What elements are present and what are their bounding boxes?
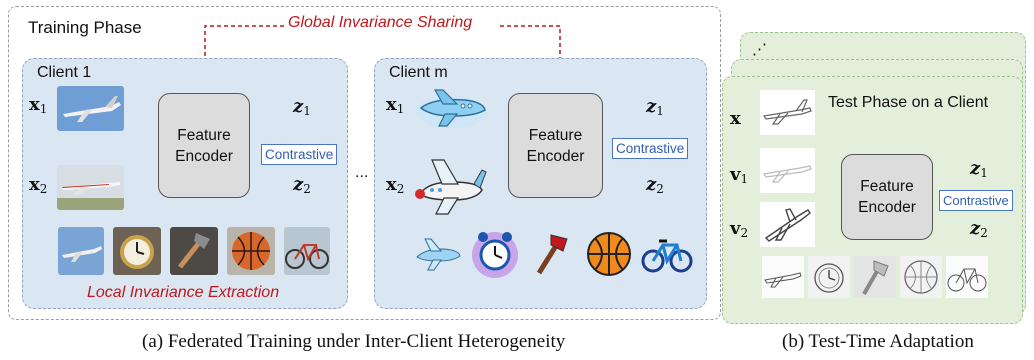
client-m-cartoon-airplane-2: [412, 154, 490, 217]
client-m-z1-label: z1: [646, 96, 664, 118]
test-sketch-airplane-v1: [760, 148, 815, 193]
sketch-bicycle-thumb: [946, 256, 988, 298]
sketch-airplane-thumb: [762, 256, 804, 298]
client-1-x2-label: x2: [29, 174, 48, 196]
test-z1-label: z1: [970, 158, 988, 180]
cartoon-axe-thumb: [529, 229, 575, 279]
client-1-photo-airplane-2: [57, 165, 124, 210]
encoder-line-1: Feature: [528, 126, 583, 144]
sketch-axe-thumb: [854, 256, 896, 298]
local-invariance-extraction-label: Local Invariance Extraction: [87, 284, 280, 301]
encoder-line-1: Feature: [860, 178, 914, 195]
client-1-z2-label: z2: [293, 174, 311, 196]
client-m-z2-label: z2: [646, 174, 664, 196]
sketch-alarm-clock-thumb: [808, 256, 850, 298]
test-x-label: x: [730, 108, 741, 129]
encoder-line-2: Encoder: [858, 199, 916, 216]
test-contrastive-box: Contrastive: [939, 190, 1013, 211]
test-stack-dots: ⋰: [752, 41, 767, 58]
caption-a: (a) Federated Training under Inter-Clien…: [142, 331, 566, 352]
clients-ellipsis: ...: [355, 164, 369, 181]
cartoon-bicycle-thumb: [641, 231, 693, 277]
test-phase-title: Test Phase on a Client: [828, 94, 989, 111]
test-v1-label: v1: [730, 164, 749, 186]
encoder-line-1: Feature: [177, 126, 231, 144]
client-1-x1-label: x1: [29, 94, 48, 116]
caption-b: (b) Test-Time Adaptation: [782, 331, 974, 352]
cartoon-basketball-thumb: [583, 227, 635, 281]
cartoon-alarm-clock-thumb: [469, 227, 521, 281]
test-feature-encoder: Feature Encoder: [841, 154, 933, 240]
training-phase-label: Training Phase: [28, 18, 142, 37]
test-sketch-airplane-x: [760, 90, 815, 135]
test-z2-label: z2: [970, 218, 988, 240]
cartoon-airplane-thumb: [413, 233, 463, 275]
test-sketch-airplane-v2: [760, 202, 815, 247]
client-m-x2-label: x2: [386, 174, 405, 196]
client-m-thumbnail-row: [413, 227, 693, 281]
sketch-basketball-thumb: [900, 256, 942, 298]
test-v2-label: v2: [730, 218, 749, 240]
encoder-line-2: Encoder: [175, 147, 233, 165]
global-invariance-sharing-label: Global Invariance Sharing: [288, 14, 473, 31]
encoder-line-2: Encoder: [526, 147, 585, 165]
client-1-feature-encoder: Feature Encoder: [158, 93, 250, 198]
client-1-z1-label: z1: [293, 96, 311, 118]
client-1-photo-airplane-1: [57, 86, 124, 131]
client-1-thumbnail-row: [58, 227, 330, 275]
client-1-contrastive-box: Contrastive: [261, 144, 338, 165]
photo-airplane-thumb: [58, 227, 104, 275]
training-phase-frame: [8, 6, 721, 320]
client-m-feature-encoder: Feature Encoder: [508, 93, 603, 198]
photo-bicycle-thumb: [284, 227, 330, 275]
photo-basketball-thumb: [227, 227, 275, 275]
client-m-contrastive-box: Contrastive: [612, 138, 689, 159]
photo-axe-thumb: [170, 227, 218, 275]
test-thumbnail-row: [762, 256, 988, 298]
client-m-cartoon-airplane-1: [413, 82, 490, 132]
client-m-x1-label: x1: [386, 94, 405, 116]
client-m-title: Client m: [389, 64, 448, 81]
photo-alarm-clock-thumb: [113, 227, 161, 275]
client-1-title: Client 1: [37, 64, 92, 81]
